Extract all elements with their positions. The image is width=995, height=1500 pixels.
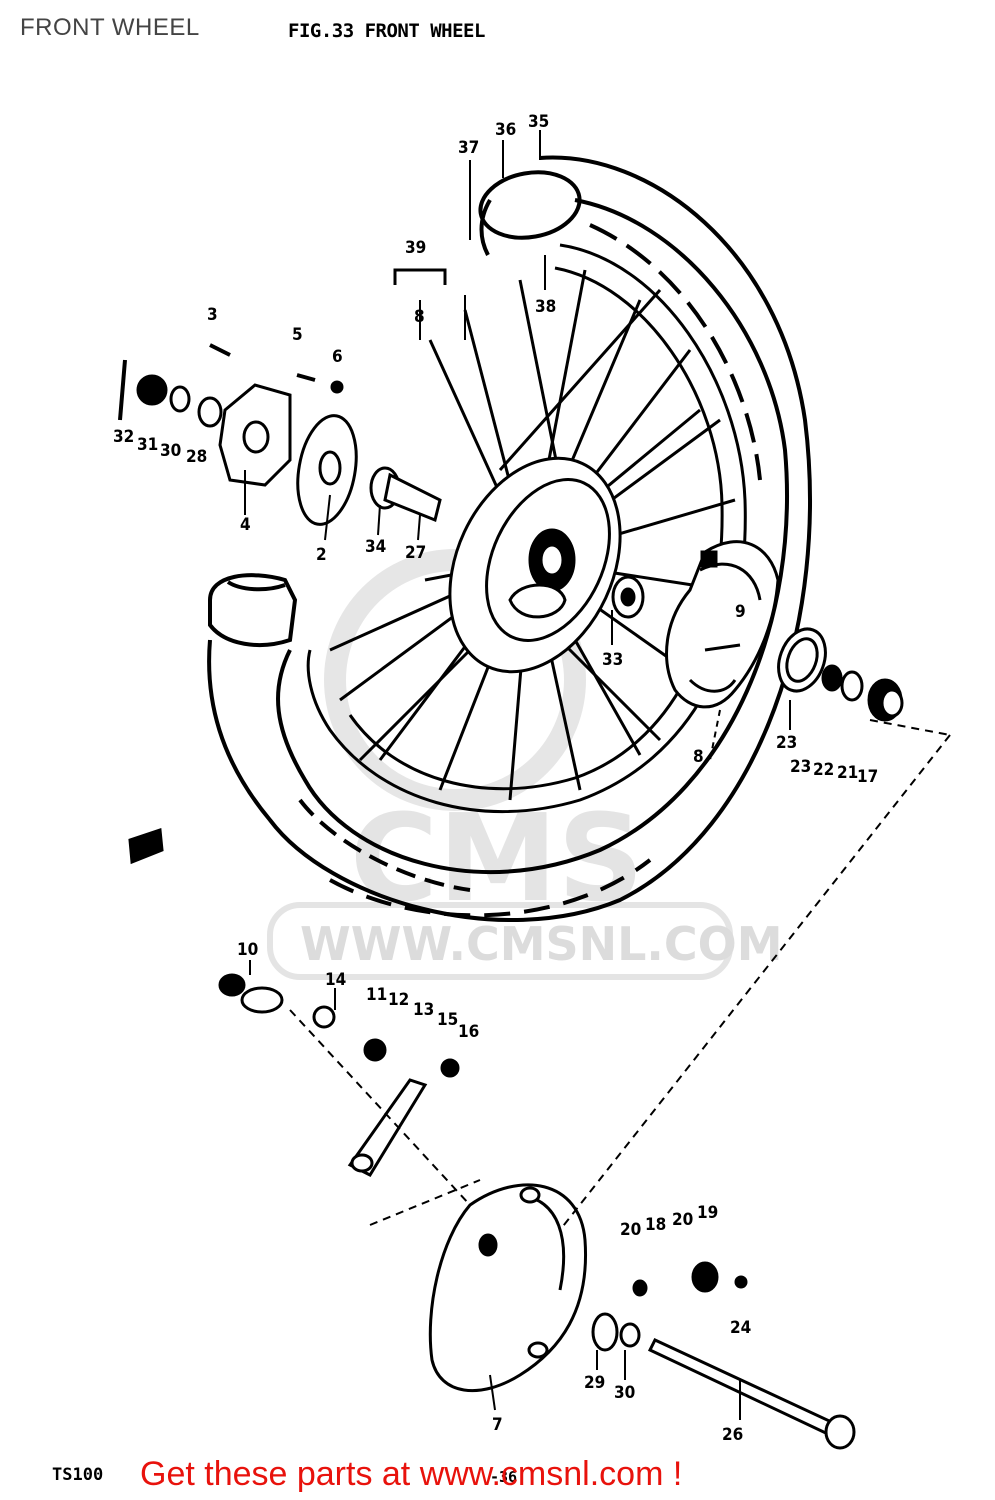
callout-9: 9 xyxy=(735,602,746,622)
callout-34: 34 xyxy=(365,537,386,557)
callout-11: 11 xyxy=(366,985,387,1005)
right-hub-parts xyxy=(777,627,904,722)
callout-20-right: 20 xyxy=(672,1210,693,1230)
callout-28: 28 xyxy=(186,447,207,467)
page-number: -36 xyxy=(490,1468,518,1486)
callout-26: 26 xyxy=(722,1425,743,1445)
callout-16: 16 xyxy=(458,1022,479,1042)
promo-link[interactable]: Get these parts at www.cmsnl.com ! xyxy=(140,1455,683,1493)
brake-shoes xyxy=(665,540,780,709)
callout-27: 27 xyxy=(405,543,426,563)
callout-2: 2 xyxy=(316,545,327,565)
callout-18: 18 xyxy=(645,1215,666,1235)
callout-29: 29 xyxy=(584,1373,605,1393)
callout-12: 12 xyxy=(388,990,409,1010)
figure-title: FIG.33 FRONT WHEEL xyxy=(288,20,485,42)
brake-panel-assembly xyxy=(218,973,856,1450)
hub xyxy=(448,456,645,674)
callout-8-lower: 8 xyxy=(693,747,704,767)
callout-5: 5 xyxy=(292,325,303,345)
callouts: 3 5 6 32 31 30 28 4 2 34 27 39 8 37 36 3… xyxy=(113,112,878,1445)
page-header: FRONT WHEEL xyxy=(20,14,200,41)
callout-32: 32 xyxy=(113,427,134,447)
callout-22: 22 xyxy=(813,760,834,780)
callout-15: 15 xyxy=(437,1010,458,1030)
callout-30-upper: 30 xyxy=(160,441,181,461)
callout-30-lower: 30 xyxy=(614,1383,635,1403)
callout-39: 39 xyxy=(405,238,426,258)
callout-31: 31 xyxy=(137,435,158,455)
callout-35: 35 xyxy=(528,112,549,132)
callout-4: 4 xyxy=(240,515,251,535)
callout-7: 7 xyxy=(492,1415,503,1435)
callout-10: 10 xyxy=(237,940,258,960)
callout-36: 36 xyxy=(495,120,516,140)
callout-23-upper: 23 xyxy=(776,733,797,753)
callout-23-lower: 23 xyxy=(790,757,811,777)
callout-21: 21 xyxy=(837,763,858,783)
callout-6: 6 xyxy=(332,347,343,367)
callout-38: 38 xyxy=(535,297,556,317)
model-label: TS100 xyxy=(52,1465,104,1485)
watermark-url: WWW.CMSNL.COM xyxy=(300,917,783,971)
callout-37: 37 xyxy=(458,138,479,158)
callout-14: 14 xyxy=(325,970,346,990)
tire xyxy=(207,155,812,922)
callout-20-left: 20 xyxy=(620,1220,641,1240)
callout-8-upper: 8 xyxy=(414,307,425,327)
callout-13: 13 xyxy=(413,1000,434,1020)
callout-24: 24 xyxy=(730,1318,751,1338)
callout-33: 33 xyxy=(602,650,623,670)
callout-3: 3 xyxy=(207,305,218,325)
left-hub-parts xyxy=(118,343,442,865)
leader-lines xyxy=(244,130,951,1420)
callout-19: 19 xyxy=(697,1203,718,1223)
callout-17: 17 xyxy=(857,767,878,787)
